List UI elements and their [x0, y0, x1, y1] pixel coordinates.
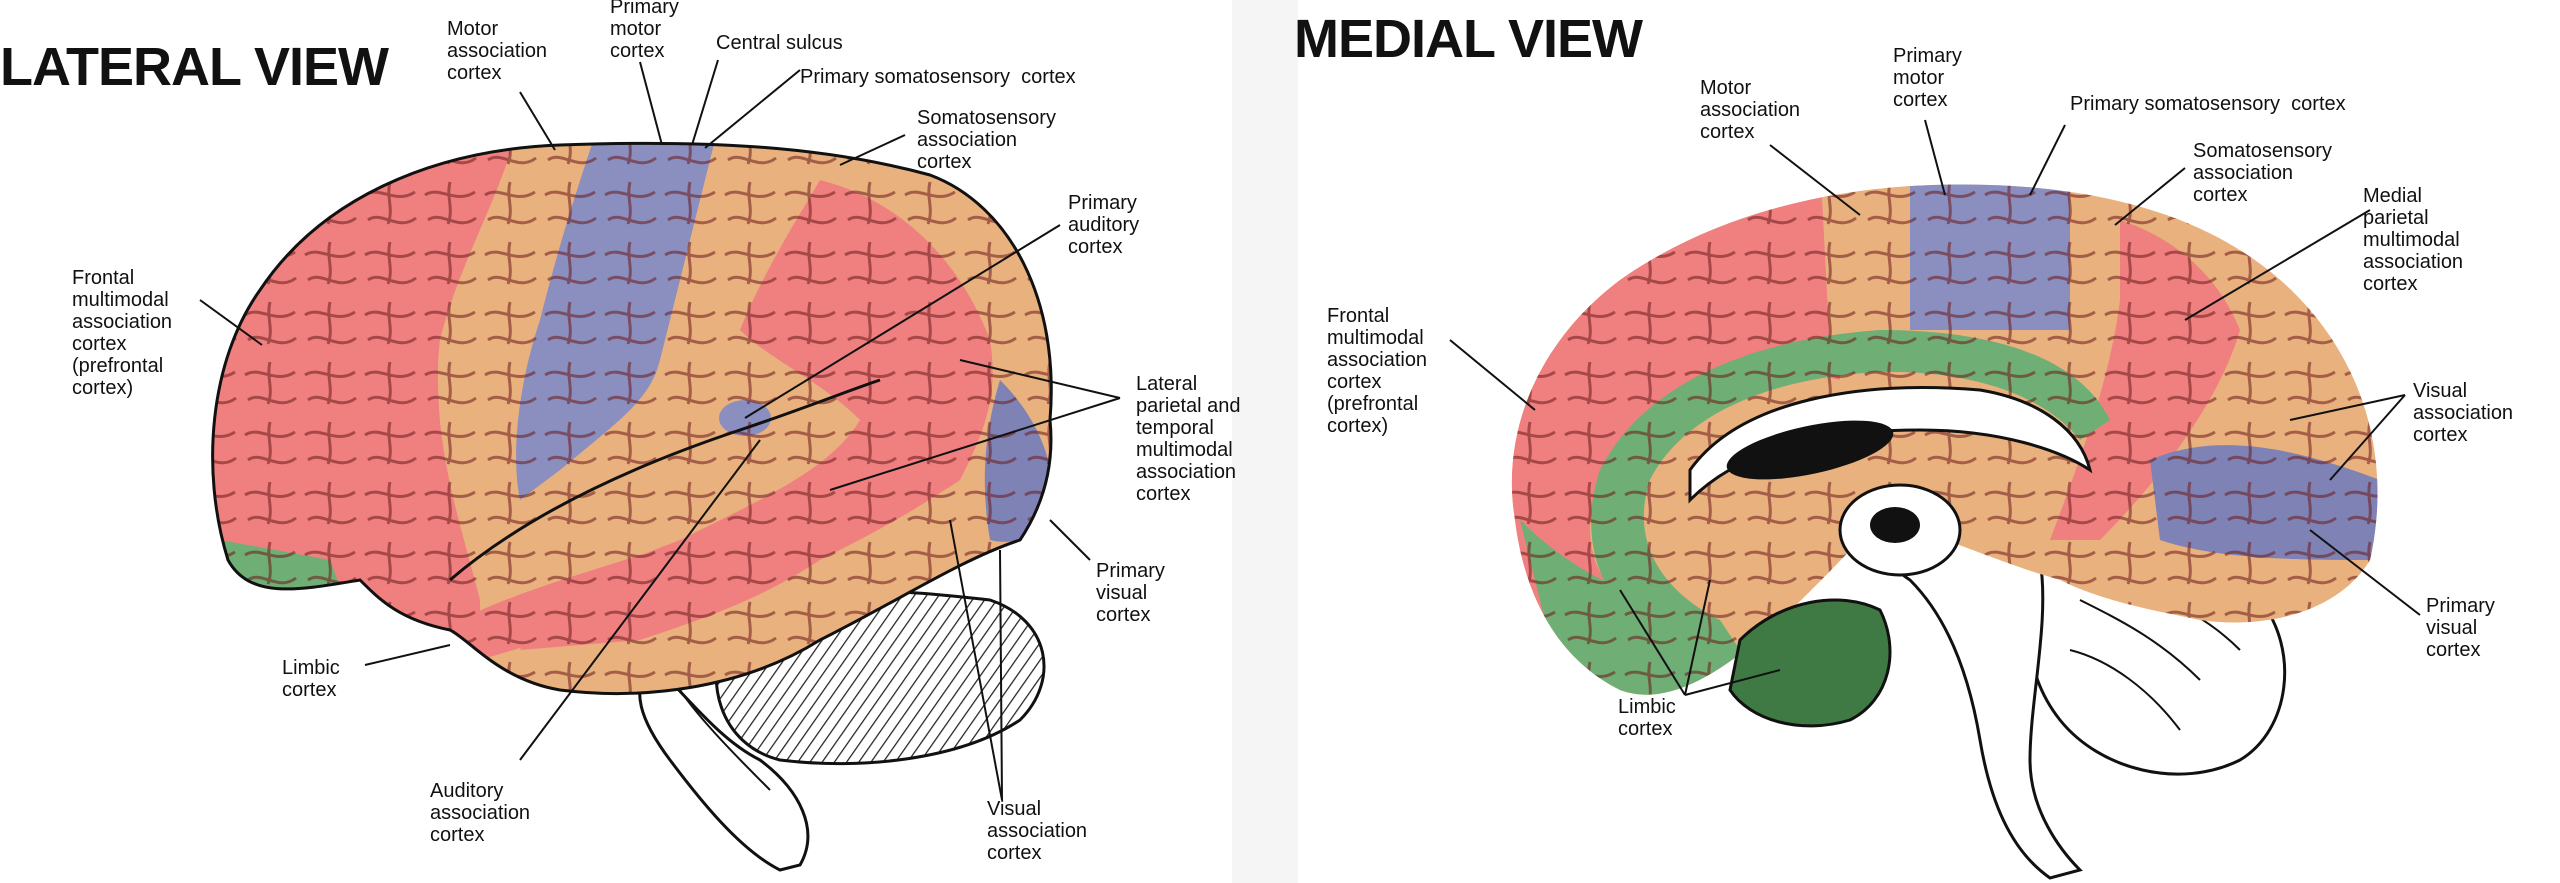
medial-parahippocampal: [1728, 598, 1892, 728]
medial-label-primary-visual: Primary visual cortex: [2426, 595, 2495, 661]
medial-label-somatosensory-association: Somatosensory association cortex: [2193, 140, 2332, 206]
lateral-label-somatosensory-association: Somatosensory association cortex: [917, 107, 1056, 173]
medial-label-primary-somatosensory: Primary somatosensory cortex: [2070, 93, 2346, 115]
medial-label-limbic: Limbic cortex: [1618, 696, 1676, 740]
lateral-label-frontal-multimodal: Frontal multimodal association cortex (p…: [72, 267, 173, 399]
medial-thalamus-mark: [1870, 507, 1920, 543]
lateral-label-visual-association: Visual association cortex: [987, 798, 1088, 864]
lateral-label-primary-motor: Primary motor cortex: [610, 0, 679, 62]
lateral-label-primary-auditory: Primary auditory cortex: [1068, 192, 1140, 258]
medial-leader-lines: [1449, 119, 2421, 696]
medial-label-frontal-multimodal: Frontal multimodal association cortex (p…: [1327, 305, 1428, 437]
lateral-view-title: LATERAL VIEW: [0, 37, 389, 97]
medial-lateral-ventricle: [1726, 420, 1894, 480]
lateral-label-primary-somatosensory: Primary somatosensory cortex: [800, 66, 1076, 88]
lateral-label-lateral-parietal-temporal: Lateral parietal and temporal multimodal…: [1136, 373, 1241, 505]
lateral-cerebrum: [212, 143, 1052, 694]
lateral-brainstem: [638, 657, 810, 872]
lateral-label-primary-visual: Primary visual cortex: [1096, 560, 1165, 626]
lateral-label-auditory-association: Auditory association cortex: [430, 780, 531, 846]
medial-view-title: MEDIAL VIEW: [1294, 9, 1643, 69]
lateral-label-central-sulcus: Central sulcus: [716, 32, 843, 54]
medial-label-medial-parietal: Medial parietal multimodal association c…: [2363, 185, 2464, 295]
panel-divider: [1232, 0, 1298, 883]
medial-label-primary-motor: Primary motor cortex: [1893, 45, 1962, 111]
lateral-label-limbic: Limbic cortex: [282, 657, 340, 701]
lateral-leader-lines: [199, 59, 1121, 801]
lateral-label-motor-association: Motor association cortex: [447, 18, 548, 84]
medial-label-visual-association: Visual association cortex: [2413, 380, 2514, 446]
medial-label-motor-association: Motor association cortex: [1700, 77, 1801, 143]
